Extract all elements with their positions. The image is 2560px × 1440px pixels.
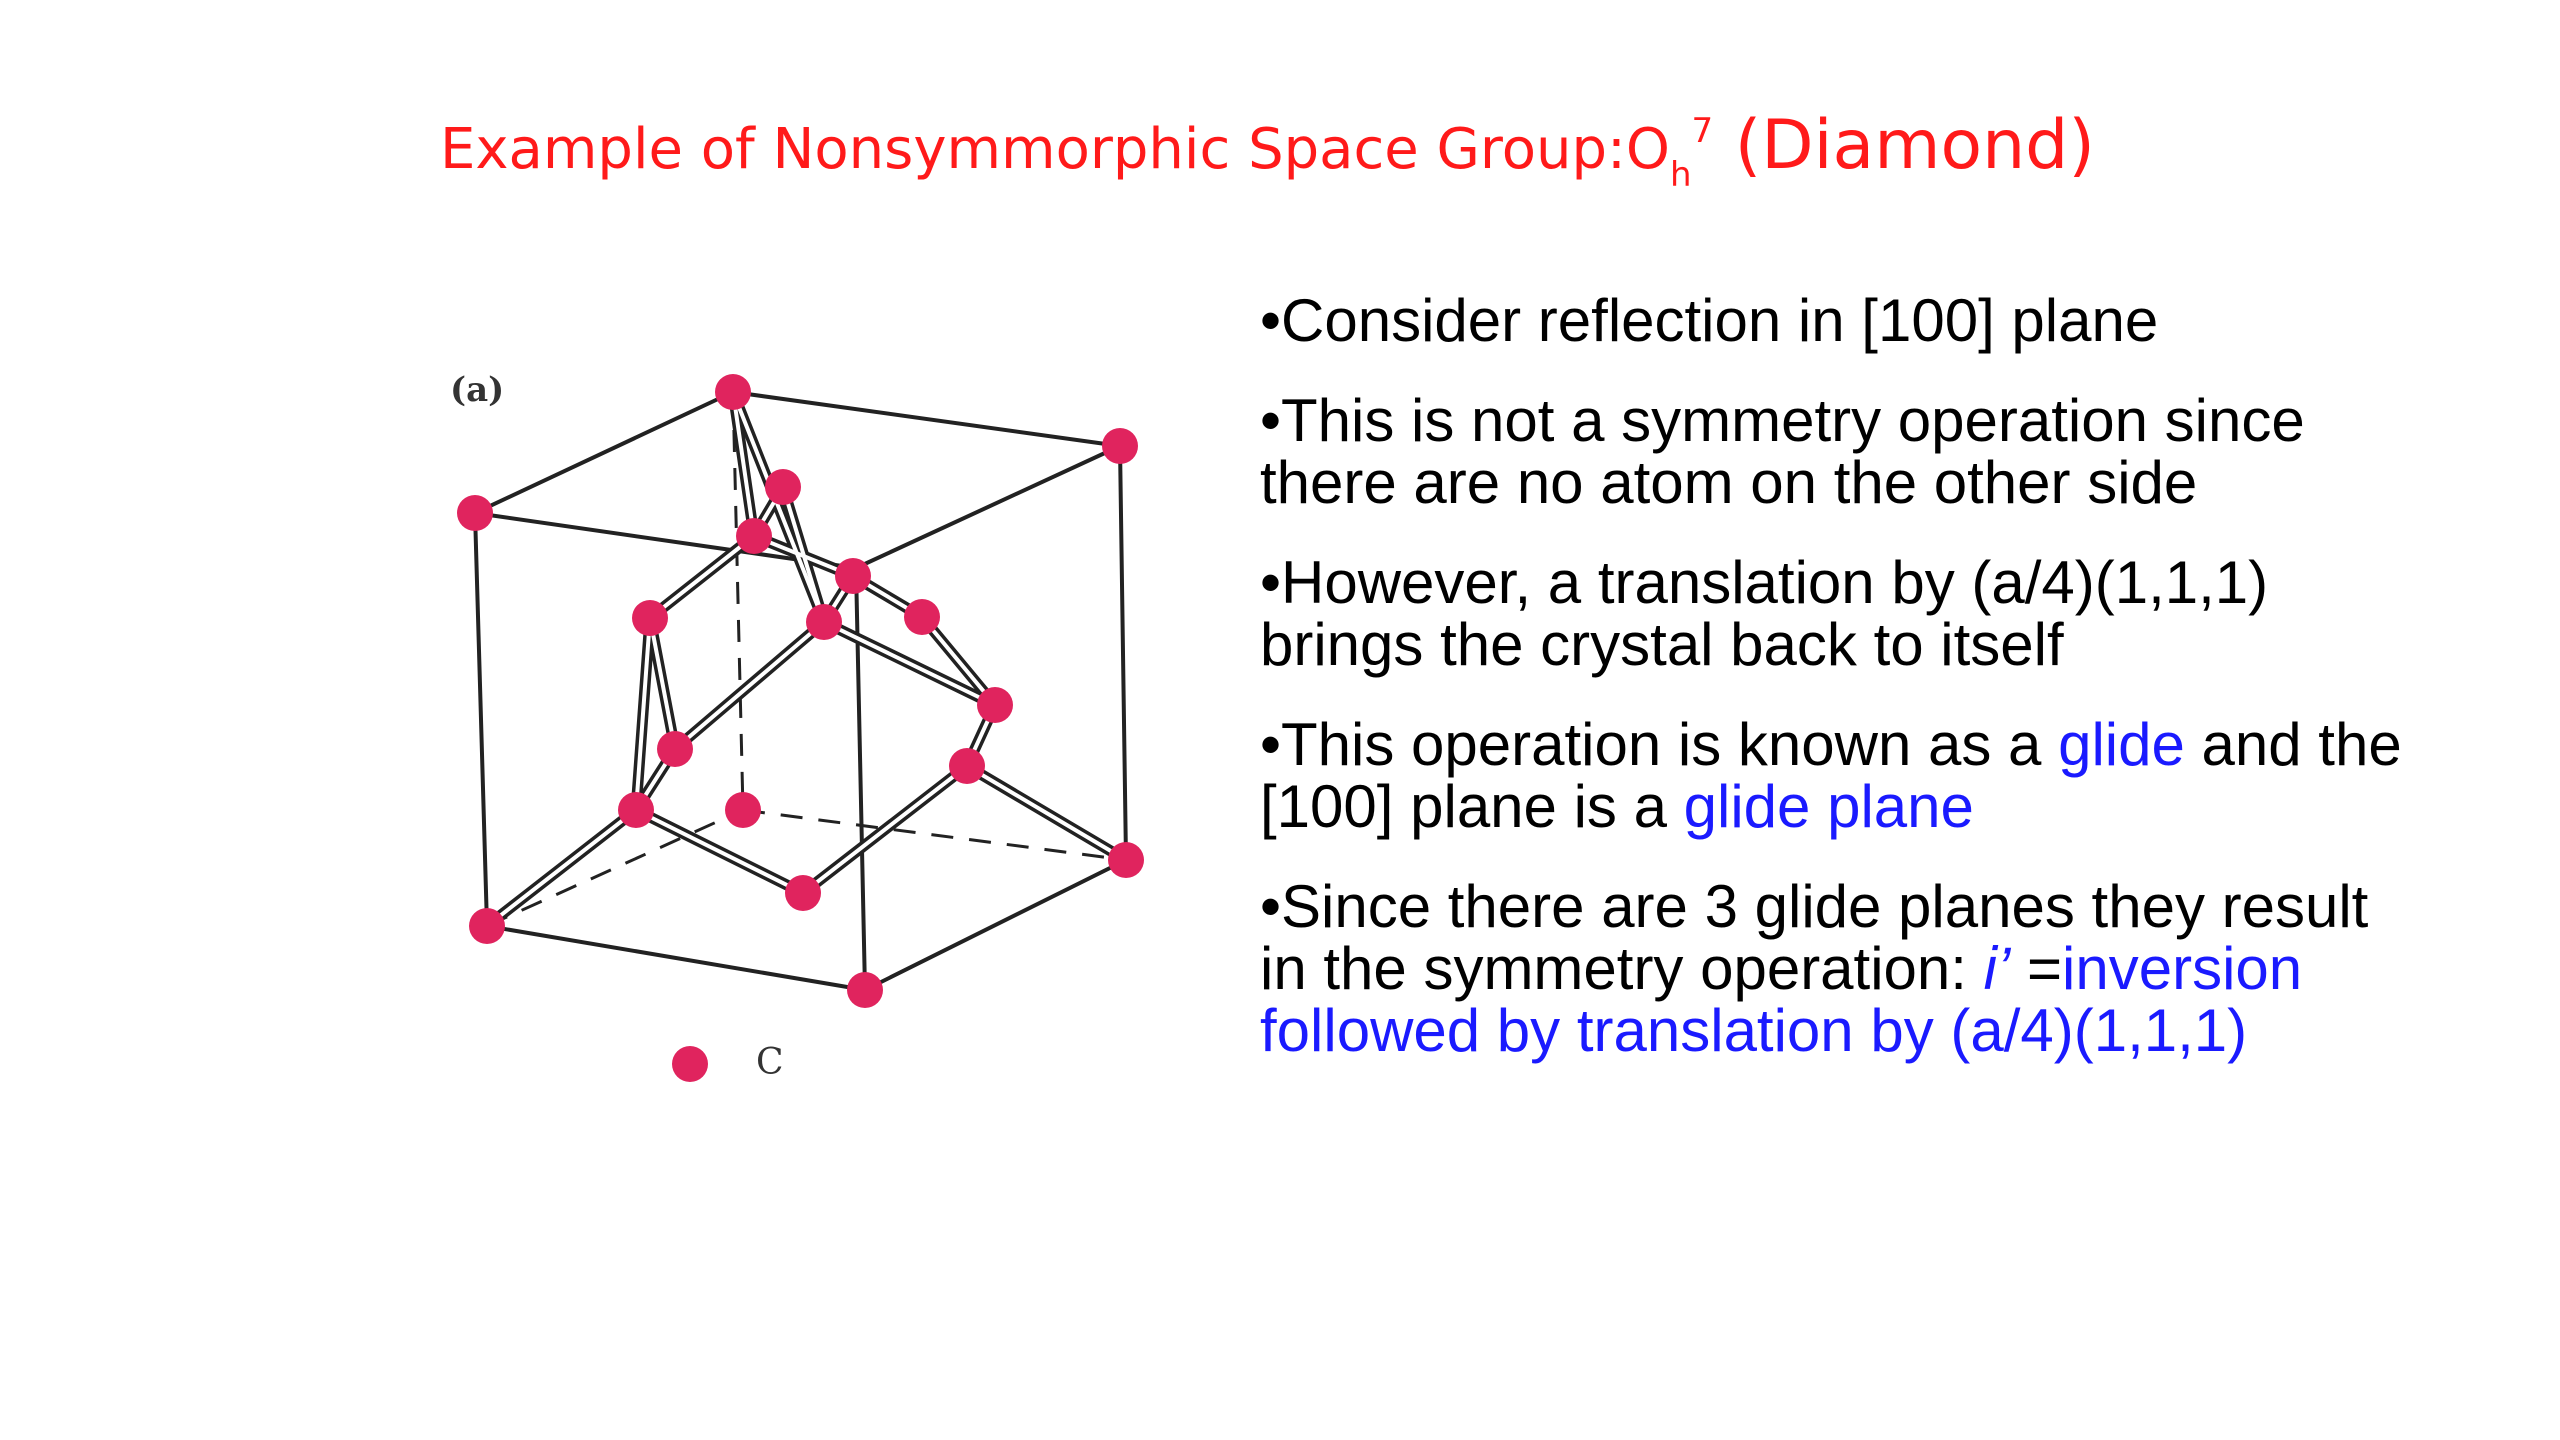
carbon-atom bbox=[1108, 842, 1144, 878]
bond-highlight bbox=[731, 390, 826, 624]
cube-edge bbox=[854, 566, 867, 992]
bond-highlight bbox=[801, 764, 969, 895]
bond-highlight bbox=[965, 764, 1128, 862]
bullet-item: •However, a translation by (a/4)(1,1,1) … bbox=[1260, 549, 2269, 678]
hidden-edge bbox=[486, 808, 744, 928]
symmetry-symbol: i’ bbox=[1983, 935, 2011, 1002]
diamond-crystal-figure: (a) bbox=[420, 350, 1180, 1110]
carbon-atom bbox=[715, 374, 751, 410]
glide-plane-term: glide plane bbox=[1683, 773, 1974, 840]
slide-title: Example of Nonsymmorphic Space Group:Oh7… bbox=[440, 111, 2095, 193]
bond-highlight bbox=[648, 616, 677, 751]
equals-sign: = bbox=[2010, 935, 2063, 1002]
cube-edge bbox=[473, 511, 858, 570]
diamond-lattice-diagram bbox=[457, 374, 1144, 1082]
cube-edge bbox=[485, 924, 867, 992]
carbon-atom bbox=[949, 748, 985, 784]
carbon-atom bbox=[725, 792, 761, 828]
carbon-atom bbox=[618, 792, 654, 828]
carbon-atom bbox=[469, 908, 505, 944]
carbon-atom bbox=[904, 599, 940, 635]
carbon-atom bbox=[785, 875, 821, 911]
bond-highlight bbox=[673, 620, 826, 751]
title-superscript: 7 bbox=[1691, 111, 1714, 151]
title-suffix: (Diamond) bbox=[1713, 106, 2095, 185]
cube-edge bbox=[863, 858, 1128, 992]
bond-highlight bbox=[634, 808, 805, 895]
bond-highlight bbox=[634, 616, 652, 812]
cube-edge bbox=[473, 511, 489, 928]
bond-highlight bbox=[822, 620, 997, 707]
bullet-text: and the [100] plane is a bbox=[1260, 711, 2402, 840]
glide-term: glide bbox=[2058, 711, 2185, 778]
title-subscript: h bbox=[1669, 155, 1692, 195]
carbon-atom bbox=[977, 687, 1013, 723]
cube-edge bbox=[731, 390, 1122, 448]
title-prefix: Example of Nonsymmorphic Space Group:O bbox=[440, 117, 1670, 182]
carbon-atom bbox=[736, 518, 772, 554]
carbon-atom bbox=[806, 604, 842, 640]
carbon-atom bbox=[657, 731, 693, 767]
bullet-list: •Consider reflection in [100] plane •Thi… bbox=[1260, 290, 2420, 1100]
carbon-atom bbox=[847, 972, 883, 1008]
legend-label: C bbox=[756, 1042, 784, 1083]
operation-definition: inversion followed by translation by (a/… bbox=[1260, 935, 2303, 1064]
bond-highlight bbox=[731, 390, 756, 538]
legend-atom-icon bbox=[672, 1046, 708, 1082]
carbon-atom bbox=[632, 600, 668, 636]
carbon-atom bbox=[457, 495, 493, 531]
bullet-item: •This is not a symmetry operation since … bbox=[1260, 387, 2305, 516]
bullet-item: •Since there are 3 glide planes they res… bbox=[1260, 876, 2420, 1062]
bullet-item: •Consider reflection in [100] plane bbox=[1260, 287, 2159, 354]
bond-highlight bbox=[920, 615, 997, 707]
bullet-text: •This operation is known as a bbox=[1260, 711, 2059, 778]
hidden-edge bbox=[742, 808, 1127, 862]
hidden-edge bbox=[731, 391, 745, 811]
carbon-atom bbox=[765, 469, 801, 505]
figure-panel-label: (a) bbox=[450, 370, 505, 410]
bullet-item: •This operation is known as a glide and … bbox=[1260, 714, 2420, 838]
carbon-atom bbox=[1102, 428, 1138, 464]
carbon-atom bbox=[835, 558, 871, 594]
bond-highlight bbox=[648, 534, 756, 620]
cube-edge bbox=[854, 444, 1122, 570]
bond-highlight bbox=[485, 808, 638, 928]
bullet-text: •Since there are 3 glide planes they res… bbox=[1260, 873, 2369, 1002]
cube-edge bbox=[1118, 444, 1128, 862]
cube-edge bbox=[473, 390, 735, 515]
